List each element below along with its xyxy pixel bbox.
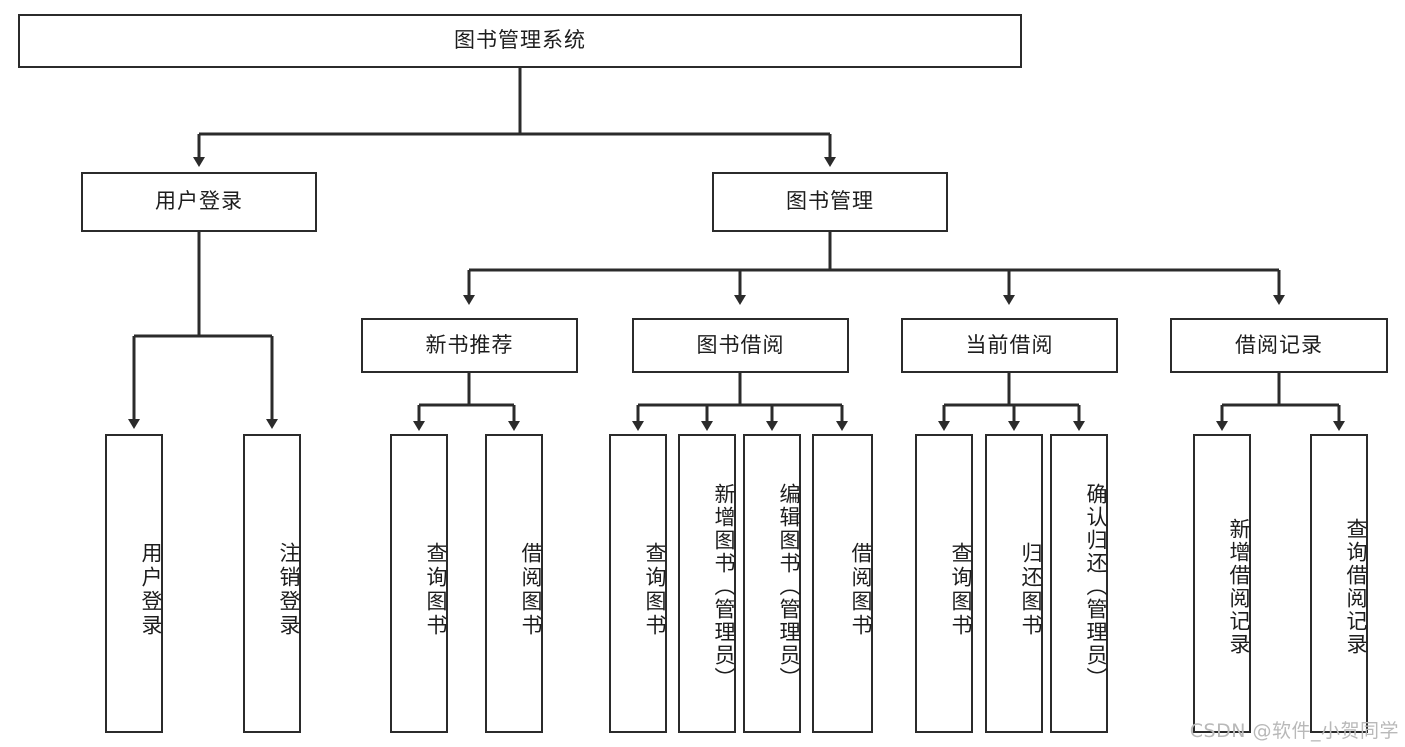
leaf-borrow-add-book-admin[interactable]: 新增图书（管理员） <box>678 434 736 733</box>
node-label: 编辑图书（管理员） <box>777 483 801 690</box>
node-borrow-records[interactable]: 借阅记录 <box>1170 318 1388 373</box>
node-label: 用户登录 <box>139 541 163 638</box>
node-label: 图书管理 <box>786 189 874 214</box>
node-label: 图书借阅 <box>696 332 785 357</box>
watermark-text: CSDN @软件_小贺同学 <box>1189 720 1399 742</box>
leaf-current-return-book[interactable]: 归还图书 <box>985 434 1043 733</box>
leaf-records-query-record[interactable]: 查询借阅记录 <box>1310 434 1368 733</box>
leaf-user-login-login[interactable]: 用户登录 <box>105 434 163 733</box>
node-book-borrow[interactable]: 图书借阅 <box>632 318 849 373</box>
leaf-borrow-edit-book-admin[interactable]: 编辑图书（管理员） <box>743 434 801 733</box>
node-label: 确认归还（管理员） <box>1084 483 1108 690</box>
node-label: 新书推荐 <box>425 332 514 357</box>
node-label: 借阅图书 <box>519 541 543 638</box>
node-label: 用户登录 <box>155 189 243 214</box>
node-label: 注销登录 <box>277 541 301 638</box>
node-label: 查询图书 <box>424 541 448 638</box>
node-label: 新增借阅记录 <box>1227 517 1251 656</box>
leaf-borrow-borrow-book[interactable]: 借阅图书 <box>812 434 873 733</box>
leaf-current-confirm-return-admin[interactable]: 确认归还（管理员） <box>1050 434 1108 733</box>
node-label: 图书管理系统 <box>454 28 586 53</box>
leaf-new-book-query[interactable]: 查询图书 <box>390 434 448 733</box>
node-user-login[interactable]: 用户登录 <box>81 172 317 232</box>
node-label: 查询图书 <box>643 541 667 638</box>
leaf-records-add-record[interactable]: 新增借阅记录 <box>1193 434 1251 733</box>
node-label: 借阅记录 <box>1235 332 1323 357</box>
node-label: 查询借阅记录 <box>1344 517 1368 656</box>
node-current-borrow[interactable]: 当前借阅 <box>901 318 1118 373</box>
node-label: 查询图书 <box>949 541 973 638</box>
node-root-book-management-system[interactable]: 图书管理系统 <box>18 14 1022 68</box>
node-new-book-recommend[interactable]: 新书推荐 <box>361 318 578 373</box>
leaf-user-login-logout[interactable]: 注销登录 <box>243 434 301 733</box>
leaf-borrow-query-book[interactable]: 查询图书 <box>609 434 667 733</box>
node-label: 新增图书（管理员） <box>712 483 736 690</box>
node-book-management[interactable]: 图书管理 <box>712 172 948 232</box>
leaf-current-query-book[interactable]: 查询图书 <box>915 434 973 733</box>
node-label: 归还图书 <box>1019 541 1043 638</box>
node-label: 借阅图书 <box>849 541 873 638</box>
leaf-new-book-borrow[interactable]: 借阅图书 <box>485 434 543 733</box>
node-label: 当前借阅 <box>965 332 1054 357</box>
